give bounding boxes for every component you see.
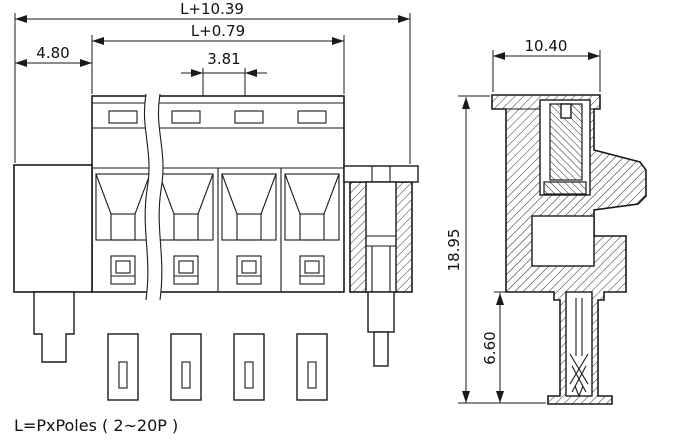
solder-pin <box>296 333 328 401</box>
clamp-block <box>543 181 587 195</box>
plug-flange <box>343 165 419 183</box>
dim-overall-width-label: L+10.39 <box>180 0 244 18</box>
side-view-dimensions: 10.40 18.95 6.60 <box>445 37 601 404</box>
left-end-section <box>13 164 93 363</box>
dim-top-width-label: 10.40 <box>525 37 568 55</box>
pin-channel <box>565 291 593 397</box>
dim-total-height-label: 18.95 <box>445 229 463 272</box>
dim-top-width: 10.40 <box>493 37 600 60</box>
dim-lower-height-label: 6.60 <box>481 331 499 364</box>
plug-pin-lower <box>373 331 389 367</box>
pole-formula-note: L=PxPoles ( 2~20P ) <box>14 416 178 435</box>
plug-channel <box>365 181 397 293</box>
front-view-body <box>13 93 419 401</box>
plug-pin-upper <box>367 291 395 333</box>
side-view: 10.40 18.95 6.60 <box>445 37 647 405</box>
solder-pin <box>107 333 139 401</box>
dim-pitch: 3.81 <box>181 50 267 77</box>
pole-2 <box>158 110 214 401</box>
front-view-dimensions: L+10.39 L+0.79 4.80 3.81 <box>14 0 411 164</box>
dim-lower-height: 6.60 <box>481 293 504 403</box>
dim-left-section-width-label: 4.80 <box>36 44 69 62</box>
dim-overall-width: L+10.39 <box>15 0 410 23</box>
dim-inner-width-label: L+0.79 <box>191 22 245 40</box>
spring-contact <box>569 298 589 397</box>
wire-cavity <box>531 215 595 267</box>
front-view: L+10.39 L+0.79 4.80 3.81 <box>13 0 419 401</box>
side-view-section <box>491 94 647 405</box>
solder-pin <box>170 333 202 401</box>
pole-4 <box>284 110 340 401</box>
solder-pin <box>233 333 265 401</box>
pole-1 <box>95 110 151 401</box>
dim-pitch-label: 3.81 <box>207 50 240 68</box>
right-plug-section <box>343 165 419 367</box>
pole-3 <box>221 110 277 401</box>
screw-slot <box>560 103 572 119</box>
dim-inner-width: L+0.79 <box>92 22 344 45</box>
dim-left-section-width: 4.80 <box>15 44 92 67</box>
dim-total-height: 18.95 <box>445 97 470 403</box>
left-pin <box>33 291 75 363</box>
break-lines <box>143 93 164 301</box>
